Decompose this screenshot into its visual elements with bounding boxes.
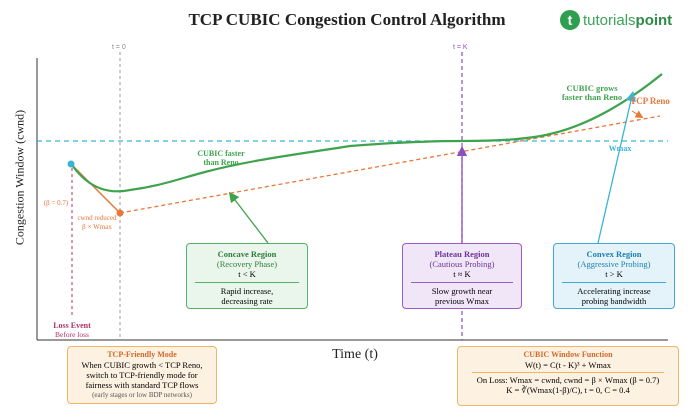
convex-arrow [597, 90, 636, 244]
cwnd-reduced-label: cwnd reduced β × Wmax [77, 214, 117, 231]
cwnd-reduction-line [71, 164, 119, 212]
tcp-reno-label: TCP Reno [630, 96, 670, 106]
page-title: TCP CUBIC Congestion Control Algorithm [188, 10, 506, 29]
cubic-function-panel: CUBIC Window Function W(t) = C(t - K)³ +… [457, 346, 679, 406]
logo-icon: t [560, 10, 580, 30]
reno-arrow [631, 110, 644, 119]
cubic-curve [71, 73, 663, 193]
logo-text: tutorialspoint [583, 11, 673, 29]
cubic-grows-label: CUBIC grows faster than Reno [561, 83, 623, 102]
tk-marker: t = K [453, 44, 468, 51]
reduced-point [116, 209, 124, 217]
x-axis-label: Time (t) [332, 347, 378, 362]
concave-arrow [228, 191, 269, 244]
concave-region-box: Concave Region (Recovery Phase) t < K Ra… [186, 243, 308, 309]
loss-event-label: Loss Event Before loss [53, 321, 91, 339]
y-axis-label: Congestion Window (cwnd) [12, 109, 27, 246]
tcp-friendly-panel: TCP-Friendly Mode When CUBIC growth < TC… [67, 346, 217, 404]
plateau-region-box: Plateau Region (Cautious Probing) t ≈ K … [402, 243, 522, 309]
cubic-faster-label: CUBIC faster than Reno [197, 149, 245, 167]
convex-region-box: Convex Region (Aggressive Probing) t > K… [553, 243, 675, 309]
t0-marker: t = 0 [112, 44, 126, 51]
wmax-label: Wmax [608, 144, 632, 153]
loss-point [67, 160, 75, 168]
beta-label: (β = 0.7) [43, 199, 69, 207]
tutorialspoint-logo: t tutorialspoint [560, 10, 672, 30]
tcp-reno-line [119, 115, 661, 214]
